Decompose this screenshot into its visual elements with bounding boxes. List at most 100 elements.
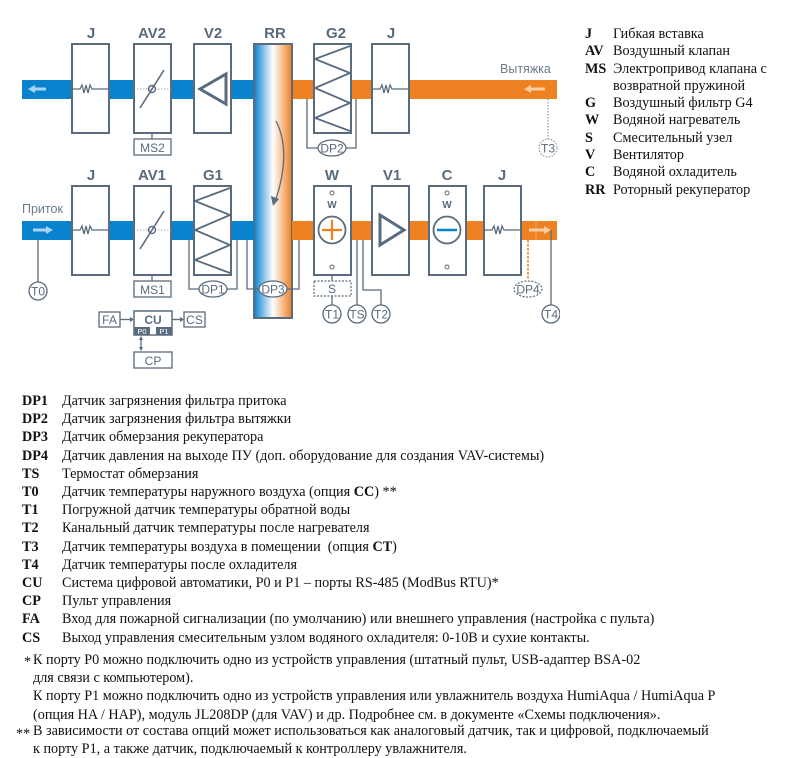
top-av2-label: AV2 — [138, 25, 166, 42]
ts-sensor — [347, 304, 367, 324]
legend-text: Гибкая вставка — [613, 26, 704, 42]
top-filter — [312, 43, 353, 134]
legend-text: Водяной охладитель — [613, 164, 737, 181]
top-flexible-insert — [71, 43, 110, 134]
heater-inner-label: W — [327, 200, 337, 211]
cs-label: CS — [186, 313, 203, 327]
note-item: CS Выход управления смесительным узлом во… — [22, 629, 782, 647]
damper-icon — [139, 69, 165, 109]
cooler-inner-label: W — [442, 200, 452, 211]
note-item: DP3 Датчик обмерзания рекуператора — [22, 428, 782, 446]
note-text-part: ) ** — [374, 484, 397, 501]
cp-box — [133, 351, 173, 369]
t4-sensor — [541, 304, 560, 324]
cu-label: CU — [144, 313, 161, 327]
note-key: T0 — [22, 484, 39, 501]
legend-item: C Водяной охладитель — [585, 164, 791, 181]
footnote-line: для связи с компьютером). — [33, 670, 194, 687]
flexible-insert-icon — [484, 224, 521, 235]
exhaust-duct-orange — [292, 80, 557, 99]
dp3-sensor — [258, 280, 288, 298]
supply-in-arrow-icon — [33, 226, 53, 234]
ms1-label: MS1 — [140, 283, 165, 297]
legend-text: Электропривод клапана с возвратной пружи… — [613, 60, 767, 94]
bottom-air-damper — [133, 185, 172, 276]
note-text: Вход для пожарной сигнализации (по умолч… — [62, 611, 655, 628]
water-heater: W — [313, 185, 352, 276]
damper-icon — [139, 210, 165, 250]
legend-text: Воздушный клапан — [613, 43, 730, 60]
dp2-sensor — [317, 139, 347, 157]
dp4-sensor — [513, 280, 543, 298]
note-text: Датчик температуры воздуха в помещении (… — [62, 538, 397, 556]
note-text: Выход управления смесительным узлом водя… — [62, 629, 590, 646]
flexible-insert-icon — [72, 83, 109, 94]
note-item: T0 Датчик температуры наружного воздуха (… — [22, 483, 782, 501]
note-item: FA Вход для пожарной сигнализации (по умо… — [22, 610, 782, 628]
footnote-line: к порту P1, а также датчик, подключаемый… — [33, 741, 467, 758]
t4-label: T4 — [544, 308, 558, 322]
note-text: Датчик обмерзания рекуператора — [62, 429, 264, 446]
dp1-sensor — [198, 280, 228, 298]
top-g2-label: G2 — [326, 25, 346, 42]
legend-text: Вентилятор — [613, 147, 684, 164]
legend-key: C — [585, 164, 596, 181]
p0-port — [134, 327, 150, 335]
top-j-label: J — [87, 25, 95, 42]
rr-label: RR — [264, 25, 286, 42]
exhaust-flow-label: Вытяжка — [500, 62, 551, 76]
footnote-line: (опция HA / HAP), модуль JL208DP (для VA… — [33, 706, 661, 723]
p1-port — [156, 327, 172, 335]
t0-label: T0 — [31, 285, 45, 299]
option-code: CC — [353, 484, 375, 501]
note-key: TS — [22, 465, 40, 482]
note-text: Термостат обмерзания — [62, 465, 199, 482]
ms1-actuator — [133, 280, 172, 298]
legend-text: Водяной нагреватель — [613, 112, 741, 129]
legend-key: AV — [585, 43, 604, 60]
bottom-w-label: W — [325, 167, 340, 184]
note-item: TS Термостат обмерзания — [22, 465, 782, 483]
note-key: DP3 — [22, 429, 49, 446]
cs-box — [183, 311, 206, 328]
note-key: T2 — [22, 520, 39, 537]
note-text: Датчик загрязнения фильтра вытяжки — [62, 411, 292, 428]
note-key: CS — [22, 629, 41, 646]
rotation-arrow-icon — [274, 120, 285, 203]
supply-flow-label: Приток — [22, 202, 63, 216]
footnote-double-marker: ** — [16, 726, 31, 742]
note-text: Пульт управления — [62, 593, 172, 610]
fa-label: FA — [102, 313, 117, 327]
ms2-actuator — [133, 138, 172, 156]
note-key: T1 — [22, 502, 39, 519]
exhaust-in-arrow-icon — [524, 85, 545, 93]
exhaust-out-arrow-icon — [28, 85, 46, 93]
note-text: Датчик температуры наружного воздуха (оп… — [62, 483, 397, 501]
legend-key: G — [585, 95, 597, 112]
legend-text: Смесительный узел — [613, 129, 733, 146]
legend-item: AV Воздушный клапан — [585, 43, 791, 60]
t1-label: T1 — [325, 308, 339, 322]
footnote-line: К порту P0 можно подключить одно из устр… — [33, 652, 641, 668]
note-text: Датчик давления на выходе ПУ (доп. обору… — [62, 447, 545, 464]
legend-key: S — [585, 129, 593, 146]
rotary-recuperator — [253, 43, 293, 319]
flexible-insert-icon — [72, 224, 109, 235]
ms2-label: MS2 — [140, 141, 165, 155]
note-key: FA — [22, 611, 40, 628]
footnote-double: В зависимости от состава опций может исп… — [33, 722, 709, 758]
cp-label: CP — [145, 354, 162, 368]
note-text: Система цифровой автоматики, P0 и P1 – п… — [62, 575, 499, 592]
